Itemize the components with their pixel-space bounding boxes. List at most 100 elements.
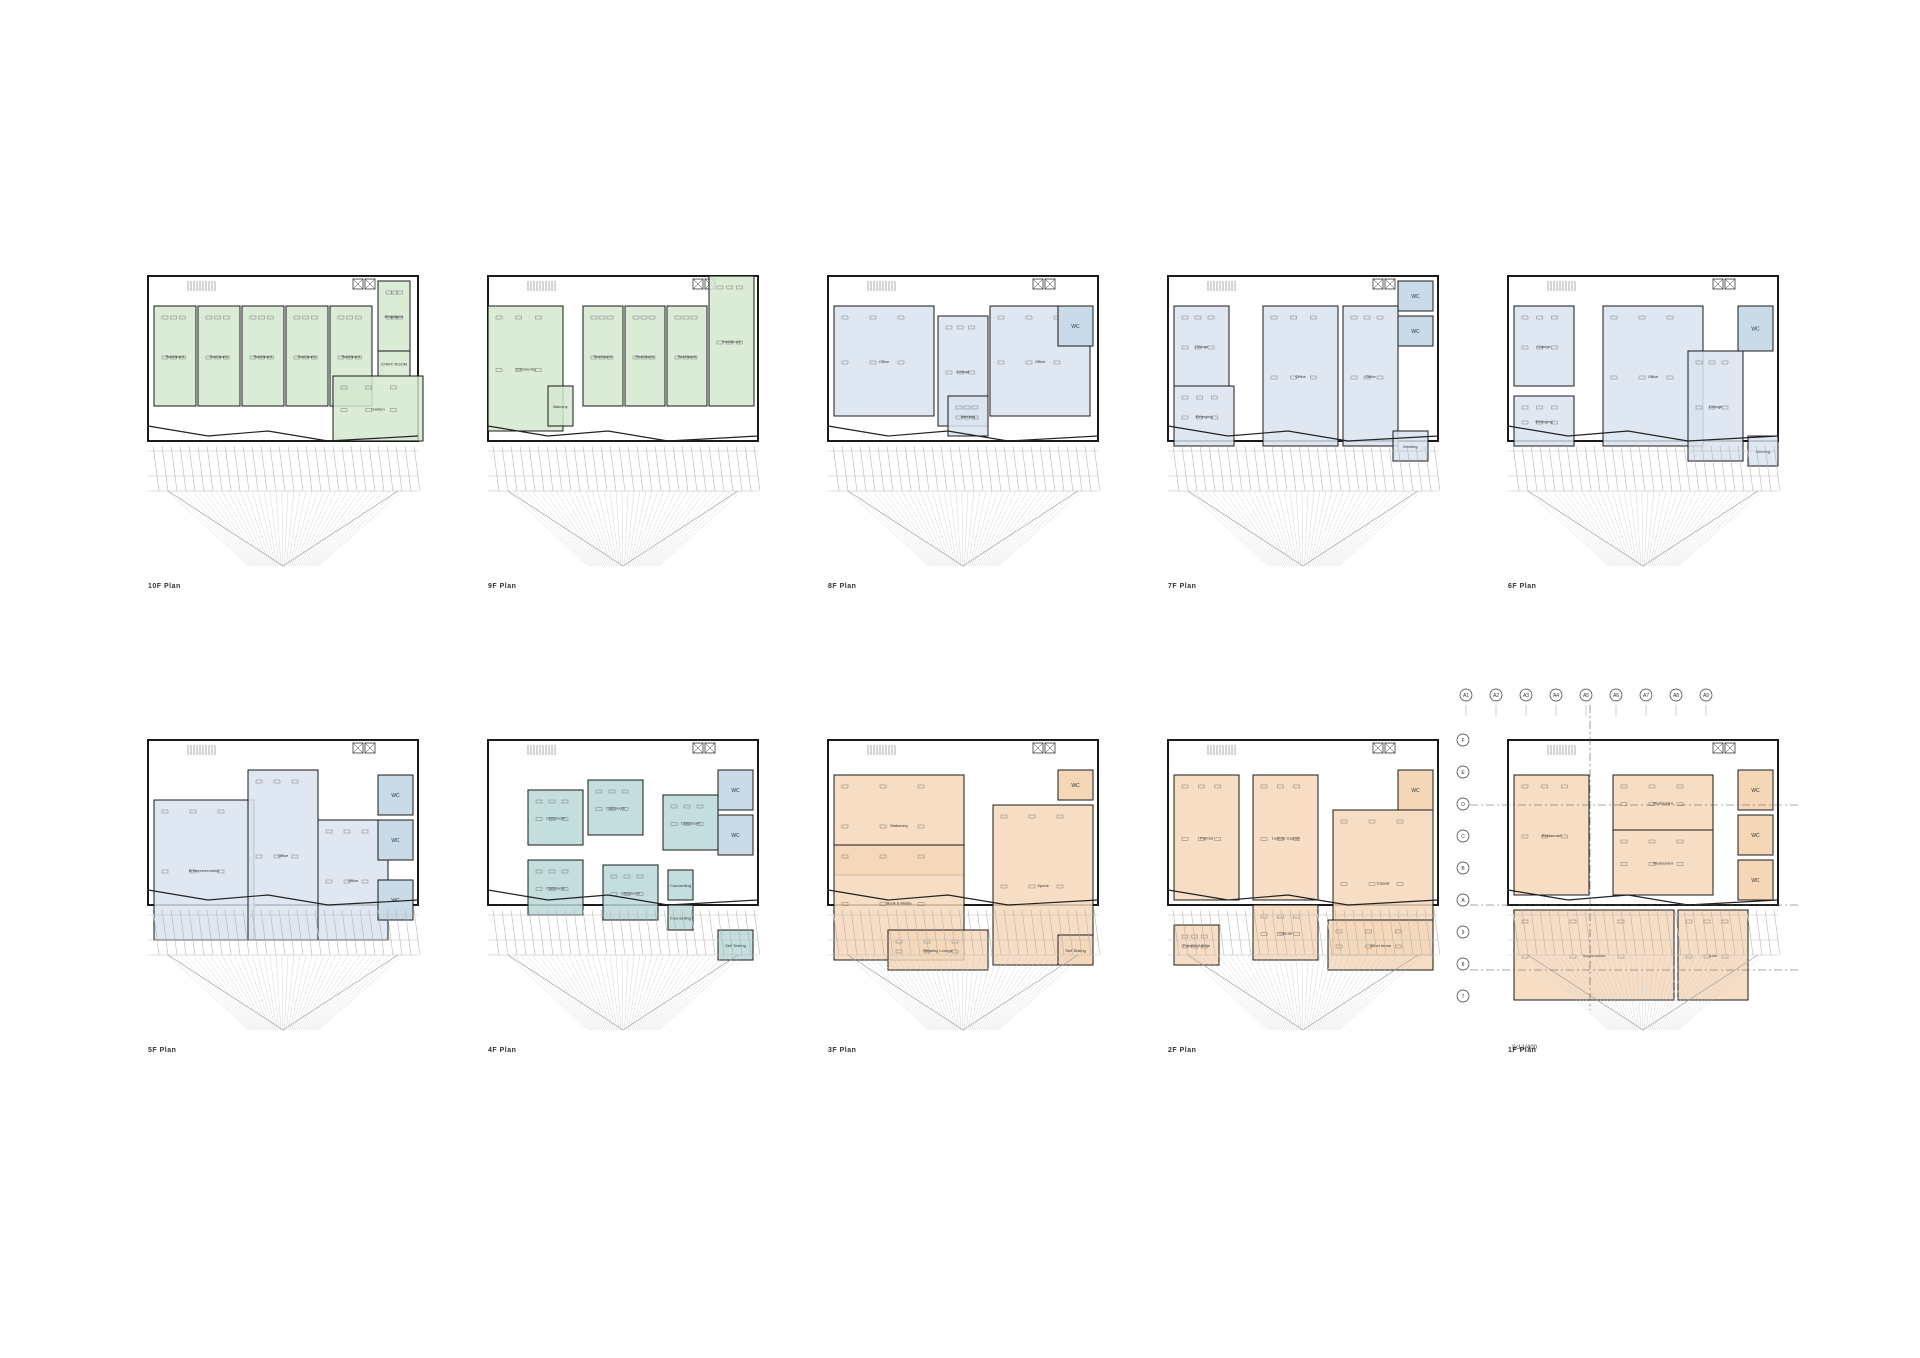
room-label: Office [1648,374,1659,379]
room-label: Formal [1200,836,1213,841]
room: Restaurant [1513,774,1590,896]
room-label: Counselling [670,916,691,921]
room-label: Balcony [553,404,567,409]
elevator-icon [1712,278,1736,290]
building-outline [147,275,419,442]
room: Office [247,769,319,941]
plan-caption: 8F Plan [828,583,857,590]
room: WC [1397,280,1434,312]
site-context [147,425,421,567]
stair-icon [187,745,216,755]
building-outline [827,275,1099,442]
stair-icon [867,281,896,291]
grid-row: C [1456,829,1470,843]
grid-column: A5 [1579,688,1593,716]
site-context [1167,425,1441,567]
room: Residence [241,305,285,407]
room: Residence [153,305,197,407]
room: Emerging [1173,385,1235,447]
room-label: Emerging [1195,414,1212,419]
stair-icon [527,281,556,291]
room-label: WC [731,833,740,839]
room: Other Items [1327,919,1434,971]
room: Meeting [947,395,989,437]
room: Lounge [1173,305,1230,387]
stair-icon [527,745,556,755]
svg-text:A9: A9 [1703,693,1709,699]
room-label: Other Items [1370,943,1391,948]
elevator-icon [352,742,376,754]
plan-caption: 3F Plan [828,1047,857,1054]
room-label: Community [515,367,535,372]
room-label: WC [391,793,400,799]
room-label: Office [348,878,359,883]
elevator-icon [692,742,716,754]
room: WC [1057,305,1094,347]
room-label: WC [391,838,400,844]
site-context [827,425,1101,567]
room-label: Residence [722,339,742,344]
room-label: Fashion Advice [1183,943,1211,948]
room-label: Restaurant [1542,833,1562,838]
room-label: Meeting [961,414,975,419]
room-label: Classroom [681,821,701,826]
room: Lounge [1687,350,1744,462]
room-label: Emerging [1535,419,1552,424]
room: Classroom [527,789,584,846]
site-context [1507,425,1781,567]
svg-text:8: 8 [1462,962,1465,968]
room: Residence [582,305,624,407]
room-label: Self Testing [1065,948,1086,953]
room-label: Meeting [1403,444,1417,449]
room: Office [833,305,935,417]
svg-text:A6: A6 [1613,693,1619,699]
room: STAFF ROOM [377,350,411,377]
room: WC [1397,315,1434,347]
room-label: Residence [594,354,614,359]
room-label: Restaurant [1653,801,1673,806]
elevator-icon [352,278,376,290]
room-label: STAFF ROOM [381,362,407,367]
room-label: Classroom [621,891,641,896]
room-label: WC [1751,878,1760,884]
room: Residence [708,275,755,407]
svg-text:A5: A5 [1583,693,1589,699]
site-context [827,889,1101,1031]
room-label: Restaurant [1653,861,1673,866]
svg-text:A7: A7 [1643,693,1649,699]
plan-caption: 10F Plan [148,583,181,590]
room: Residence [666,305,708,407]
plan-caption: 7F Plan [1168,583,1197,590]
room: Residence [285,305,329,407]
room-label: WC [731,788,740,794]
room: WC [1737,814,1774,856]
plan-caption: 5F Plan [148,1047,177,1054]
grid-column: A6 [1609,688,1623,716]
room: WC [377,879,414,921]
room-label: WC [1751,788,1760,794]
grid-column: A4 [1549,688,1563,716]
svg-text:A: A [1461,898,1465,904]
room: Classroom [662,794,719,851]
room-label: Lounge [1537,344,1551,349]
room: Formal [1173,774,1240,901]
room-label: Residence [166,354,186,359]
svg-text:B: B [1461,866,1465,872]
room: Leisure Casual [1252,774,1319,901]
plan-caption: 6F Plan [1508,583,1537,590]
room: Reading Lounge [887,929,989,971]
room-label: WC [1071,783,1080,789]
room: Office [1262,305,1339,447]
room: WC [1057,769,1094,801]
plan-caption: 2F Plan [1168,1047,1197,1054]
svg-text:9: 9 [1462,930,1465,936]
